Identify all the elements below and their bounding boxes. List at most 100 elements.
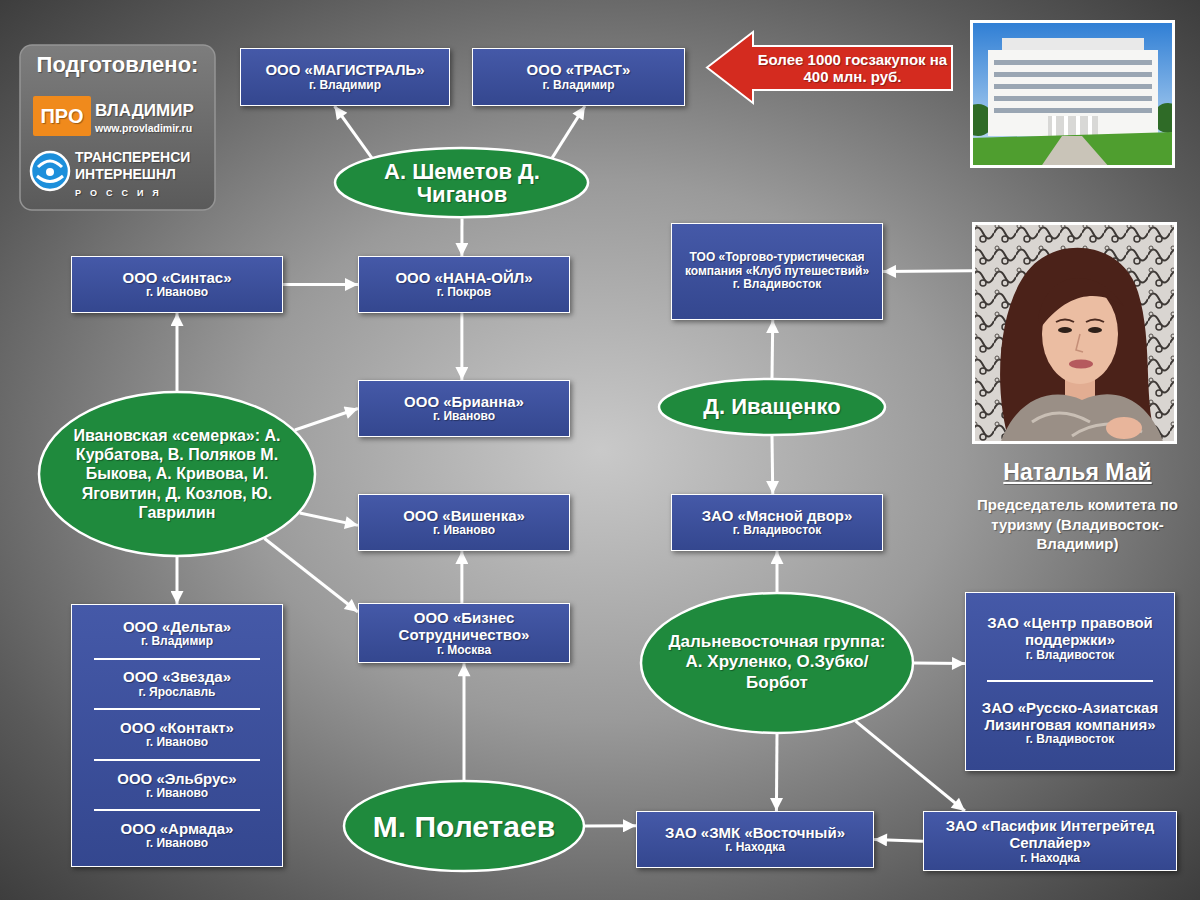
logo-globe: [31, 152, 69, 190]
arrow-shape: [707, 32, 952, 103]
text-area: Более 1000 госзакупок на 400 млн. руб.: [755, 46, 950, 90]
column: [1076, 116, 1080, 136]
logo-text: ТРАНСПЕРЕНСИ ИНТЕРНЕШНЛ: [75, 149, 213, 183]
city-name: г. Иваново: [146, 837, 208, 851]
connector-arrow: [856, 721, 965, 811]
city-name: г. Владимир: [309, 79, 381, 93]
connector-arrow: [776, 551, 779, 592]
logo-arc: [37, 176, 63, 182]
photo-frame: [972, 22, 1174, 167]
person-group-ellipse: А. Шеметов Д. Чиганов: [333, 146, 590, 219]
window-row: [994, 84, 1152, 89]
eye: [1058, 327, 1072, 333]
text-slot: ВЛАДИМИР: [95, 101, 213, 121]
connector-arrow: [552, 106, 585, 158]
sky: [970, 20, 1175, 168]
walkway: [1040, 136, 1110, 168]
connector-arrow: [771, 320, 775, 378]
connector-arrow: [460, 313, 463, 380]
text-area: Ивановская «семерка»: А. Курбатова, В. П…: [62, 426, 292, 522]
company-entry: ЗАО «Центр правовой поддержки»г. Владиво…: [974, 597, 1166, 682]
text-slot: www.provladimir.ru: [95, 122, 213, 134]
company-name: ООО «Брианна»: [404, 393, 524, 410]
logo-arc: [38, 161, 62, 167]
connector-arrow: [176, 313, 179, 391]
connector-arrow: [874, 840, 923, 842]
website-url: www.provladimir.ru: [95, 122, 213, 134]
city-name: г. Иваново: [433, 410, 495, 424]
company-name: ООО «Вишенка»: [403, 507, 525, 524]
portrait-photo: Наталья МайПредседатель комитета по тури…: [972, 222, 1177, 444]
text-area: Дальневосточная группа: А. Хруленко, О.З…: [660, 632, 895, 693]
company-name: ООО «Бизнес Сотрудничество»: [367, 609, 561, 644]
window-row: [994, 60, 1152, 65]
credits-heading: Подготовлено:: [26, 52, 209, 77]
city-name: г. Владивосток: [1026, 733, 1115, 747]
connector-arrow: [883, 269, 972, 273]
company-name: ЗАО «Русско-Азиатская Лизинговая компани…: [974, 699, 1166, 734]
company-name: ООО «НАНА-ОЙЛ»: [395, 269, 532, 286]
company-box: ТОО «Торгово-туристическая компания «Клу…: [671, 223, 883, 320]
company-box: ООО «Вишенка»г. Иваново: [358, 494, 570, 551]
connector-arrow: [283, 283, 358, 286]
window-row: [994, 72, 1152, 77]
lace-background: [972, 222, 1177, 444]
person-names: Дальневосточная группа: А. Хруленко, О.З…: [660, 632, 895, 693]
window-row: [994, 96, 1152, 101]
eyebrow: [1056, 320, 1074, 323]
person-title: Председатель комитета по туризму (Владив…: [962, 495, 1193, 554]
company-name: ООО «ТРАСТ»: [527, 61, 631, 78]
company-box: ООО «МАГИСТРАЛЬ»г. Владимир: [240, 48, 450, 106]
company-box: ЗАО «Пасифик Интегрейтед Сеплайер»г. Нах…: [923, 811, 1177, 871]
company-entry: ООО «Армада»г. Иваново: [80, 811, 274, 862]
company-entry: ООО «Эльбрус»г. Иваново: [80, 761, 274, 812]
company-box: ООО «Брианна»г. Иваново: [358, 380, 570, 437]
text-slot: Председатель комитета по туризму (Владив…: [962, 495, 1193, 554]
company-box: ООО «Синтас»г. Иваново: [71, 256, 283, 313]
city-name: г. Покров: [437, 286, 491, 300]
company-entry: ЗАО «Русско-Азиатская Лизинговая компани…: [974, 682, 1166, 767]
company-name: ООО «Звезда»: [123, 668, 231, 685]
logo-badge: ПРО: [33, 96, 91, 136]
city-name: г. Ярославль: [139, 686, 216, 700]
ellipse-shape: [344, 781, 584, 871]
company-name: ЗАО «ЗМК «Восточный»: [665, 824, 845, 841]
city-name: г. Иваново: [433, 524, 495, 538]
text-slot: РОССИЯ: [75, 188, 213, 198]
company-box: ООО «Бизнес Сотрудничество»г. Москва: [358, 603, 570, 663]
lawn: [970, 132, 1175, 168]
ellipse-shape: [659, 379, 885, 435]
credits-panel-ground: [20, 45, 215, 210]
portrait-illustration: [972, 222, 1177, 444]
person-names: Д. Иващенко: [677, 395, 867, 419]
government-building-photo: [970, 20, 1175, 168]
person-names: М. Полетаев: [359, 810, 569, 843]
text-slot: Подготовлено:: [26, 52, 209, 77]
column: [1052, 116, 1056, 136]
city-name: г. Иваново: [146, 736, 208, 750]
column: [1064, 116, 1068, 136]
connector-arrow: [771, 436, 775, 494]
company-list-box: ООО «Дельта»г. ВладимирООО «Звезда»г. Яр…: [71, 604, 283, 867]
person-group-ellipse: Дальневосточная группа: А. Хруленко, О.З…: [639, 591, 915, 735]
company-name: ООО «Контакт»: [120, 719, 234, 736]
text-slot: Наталья Май: [962, 459, 1193, 485]
transparency-logo-icon: [31, 152, 69, 190]
company-name: ООО «МАГИСТРАЛЬ»: [265, 61, 424, 78]
text-slot: ТРАНСПЕРЕНСИ ИНТЕРНЕШНЛ: [75, 149, 213, 183]
connector-arrow: [460, 551, 463, 603]
window-row: [994, 108, 1152, 113]
logo-dot: [46, 168, 54, 176]
company-name: ООО «Армада»: [121, 820, 234, 837]
text-area: М. Полетаев: [359, 810, 569, 843]
nose: [1076, 334, 1083, 352]
logo-text: ВЛАДИМИР: [95, 101, 213, 121]
company-name: ЗАО «Центр правовой поддержки»: [974, 614, 1166, 649]
connector-arrow: [300, 513, 358, 525]
eye: [1088, 327, 1102, 333]
connector-arrow: [585, 824, 636, 827]
hand: [1106, 417, 1142, 439]
building-top: [1002, 38, 1144, 52]
city-name: г. Владивосток: [733, 524, 822, 538]
